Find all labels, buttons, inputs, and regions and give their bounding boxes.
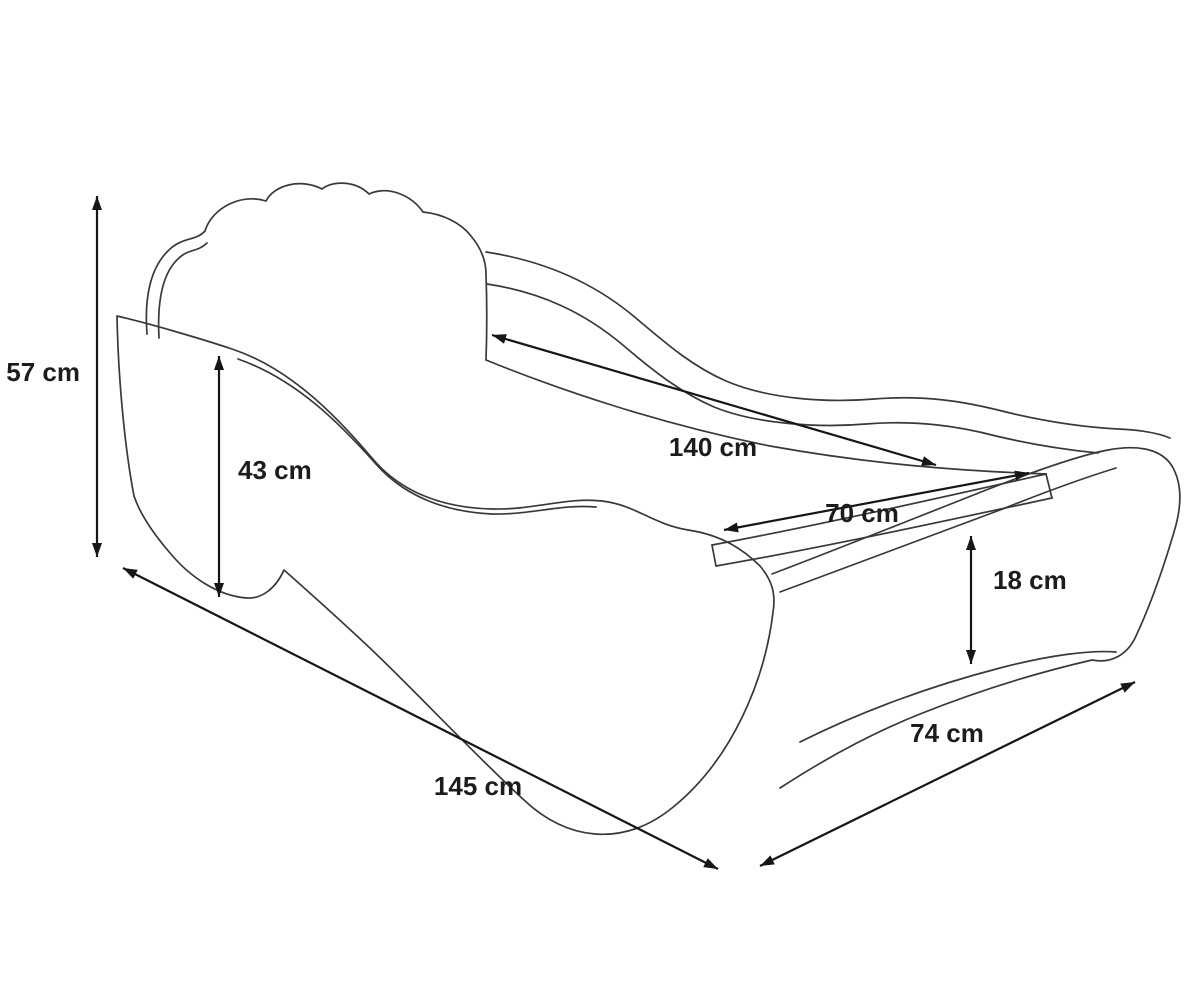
mattress-far-edge <box>485 359 1047 475</box>
mattress-platform-ticks <box>711 473 1053 567</box>
far-side-rail-top-edge <box>485 251 1171 439</box>
dimension-platform-height: 18 cm <box>966 536 1067 664</box>
dimension-label-140cm: 140 cm <box>669 432 757 462</box>
dimension-outer-width: 74 cm <box>759 681 1136 867</box>
dimension-arrow-74cm <box>759 681 1136 867</box>
dimension-annotations: 57 cm 43 cm 140 cm 70 cm 18 cm 74 cm <box>6 196 1136 870</box>
dimension-arrow-140cm <box>491 333 937 467</box>
dimension-label-74cm: 74 cm <box>910 718 984 748</box>
headboard-outline <box>145 182 488 361</box>
dimension-total-height: 57 cm <box>6 196 102 557</box>
near-side-rail-outline <box>116 315 775 836</box>
far-side-rail-inner-edge <box>486 283 1099 454</box>
dimension-arrow-145cm <box>122 567 719 870</box>
headboard-inner-edge <box>157 242 208 339</box>
dimension-label-43cm: 43 cm <box>238 455 312 485</box>
dimension-label-57cm: 57 cm <box>6 357 80 387</box>
bed-outline-drawing <box>116 182 1181 836</box>
dimension-label-145cm: 145 cm <box>434 771 522 801</box>
near-side-rail-inner-edge <box>237 358 597 515</box>
dimension-side-rail-height: 43 cm <box>214 356 312 597</box>
dimension-label-18cm: 18 cm <box>993 565 1067 595</box>
dimension-outer-length: 145 cm <box>122 567 719 870</box>
dimension-inner-length: 140 cm <box>491 333 937 467</box>
dimension-label-70cm: 70 cm <box>825 498 899 528</box>
dimension-arrow-70cm <box>723 470 1030 533</box>
dimension-inner-width: 70 cm <box>723 470 1030 533</box>
